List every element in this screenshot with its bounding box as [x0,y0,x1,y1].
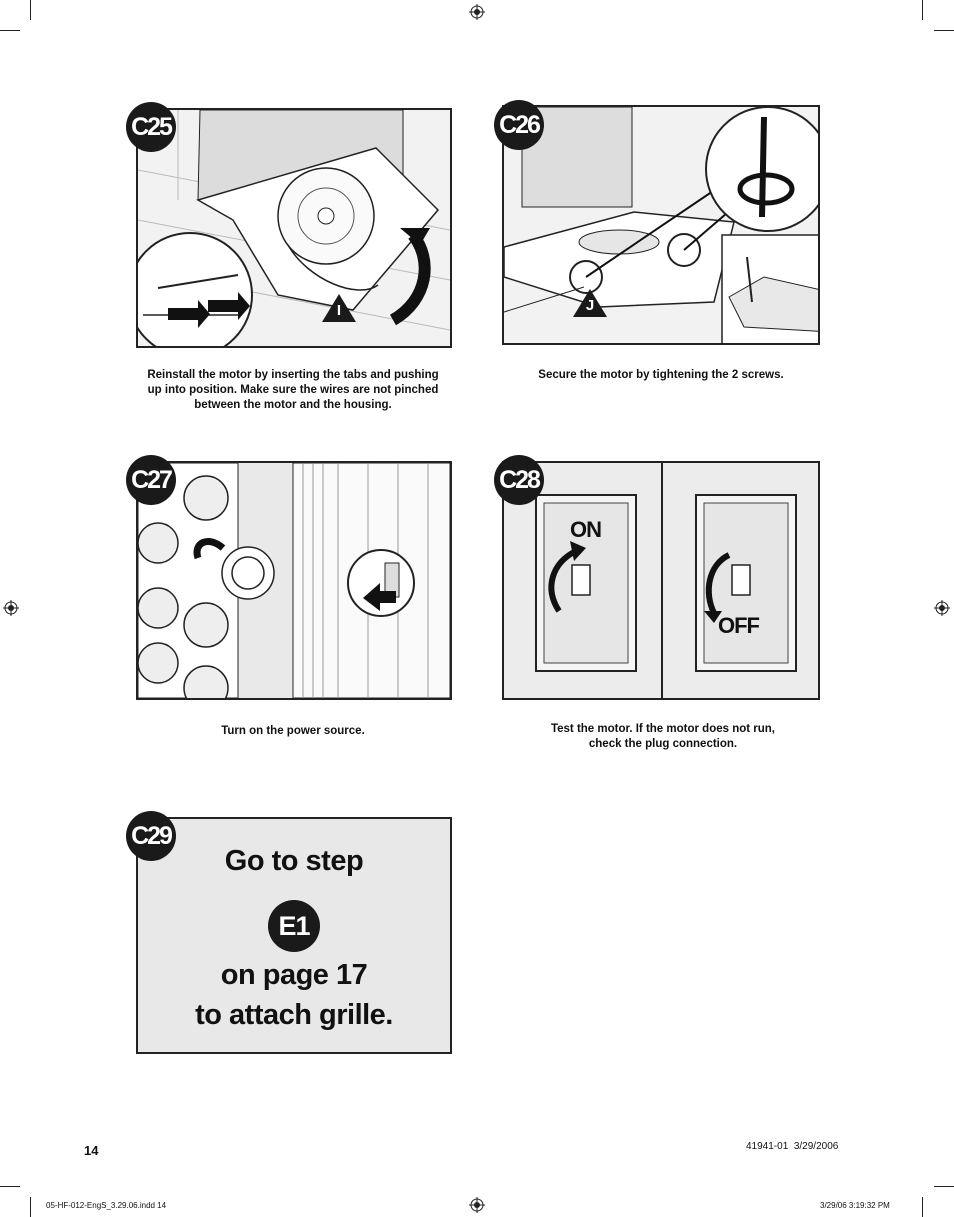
motor-install-illustration [138,110,450,346]
step-c26-illustration [502,105,820,345]
registration-mark-icon [469,1197,485,1213]
step-c27-caption: Turn on the power source. [221,725,365,737]
crop-mark [922,1197,923,1217]
crop-mark [934,1186,954,1187]
attach-grille-text: to attach grille. [195,999,393,1031]
step-badge-c27: C27 [126,455,176,505]
step-c25-illustration [136,108,452,348]
registration-mark-icon [469,4,485,20]
off-label: OFF [718,613,760,638]
doc-id: 41941-01 3/29/2006 [746,1141,838,1152]
on-label: ON [570,517,602,542]
crop-mark [0,30,20,31]
doc-id-number: 41941-01 [746,1141,789,1152]
callout-i: I [322,294,356,322]
footer-stamp: 3/29/06 3:19:32 PM [820,1201,890,1210]
switch-plate-on [535,494,637,672]
step-badge-c25: C25 [126,102,176,152]
crop-mark [0,1186,20,1187]
panel-divider [661,463,663,698]
switch-plate-off [695,494,797,672]
motor-screws-illustration [504,107,818,343]
step-ref-e1: E1 [268,900,320,952]
step-badge-c26: C26 [494,100,544,150]
fuse-panel-illustration [138,463,450,698]
step-c28-illustration: ON OFF [502,461,820,700]
step-c26-caption: Secure the motor by tightening the 2 scr… [538,369,784,381]
step-c27-illustration [136,461,452,700]
crop-mark [30,0,31,20]
crop-mark [922,0,923,20]
page-number: 14 [84,1143,99,1158]
step-c28-caption: Test the motor. If the motor does not ru… [550,723,776,750]
registration-mark-icon [3,600,19,616]
crop-mark [934,30,954,31]
footer-file: 05-HF-012-EngS_3.29.06.indd 14 [46,1201,167,1210]
callout-j: J [573,289,607,317]
step-c29-box: Go to step E1 on page 17 to attach grill… [136,817,452,1054]
step-badge-c28: C28 [494,455,544,505]
registration-mark-icon [934,600,950,616]
step-c25-caption: Reinstall the motor by inserting the tab… [147,369,439,411]
crop-mark [30,1197,31,1217]
step-badge-c29: C29 [126,811,176,861]
page-ref-text: on page 17 [220,959,368,991]
doc-date: 3/29/2006 [793,1141,839,1152]
go-to-step-text: Go to step [224,845,364,877]
